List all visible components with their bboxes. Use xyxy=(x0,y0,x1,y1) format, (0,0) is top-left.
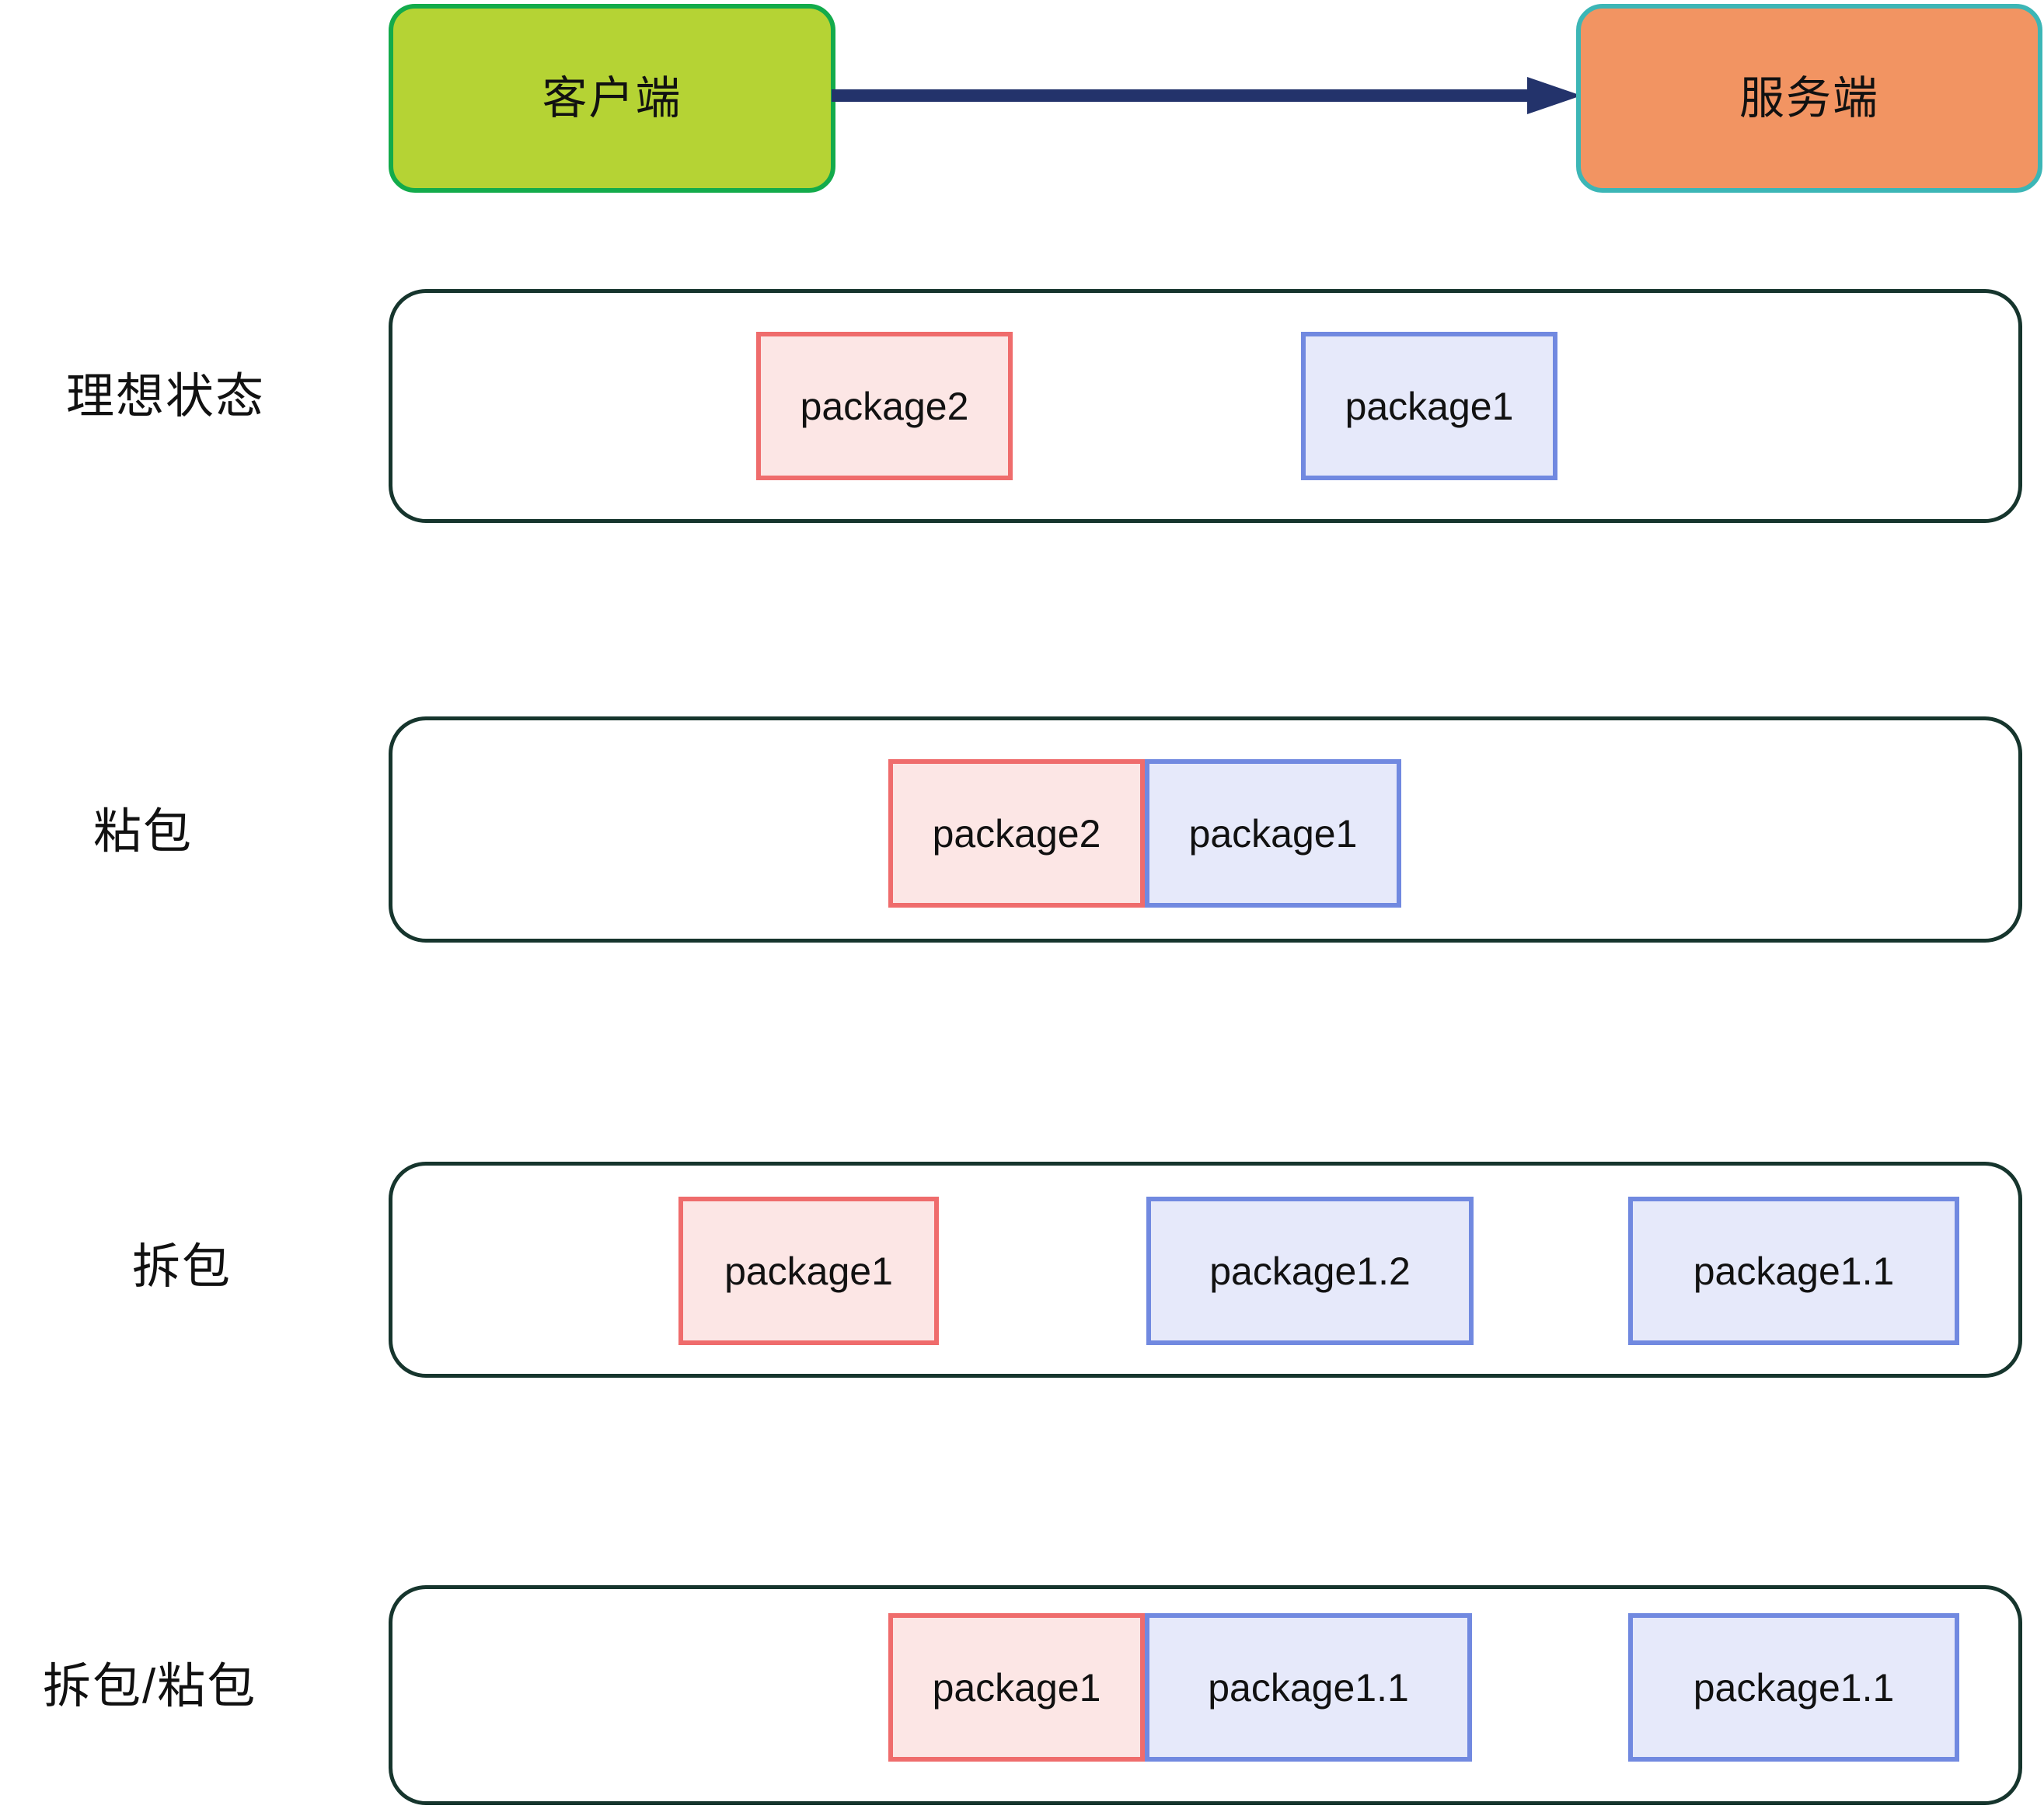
package-block[interactable]: package2 xyxy=(888,759,1145,908)
stream-container-ideal xyxy=(389,289,2022,523)
package-block[interactable]: package1.2 xyxy=(1146,1197,1474,1345)
row-label-split-sticky: 拆包/粘包 xyxy=(43,1660,257,1713)
package-block[interactable]: package1.1 xyxy=(1145,1613,1472,1762)
package-block[interactable]: package1.1 xyxy=(1628,1197,1959,1345)
package-block[interactable]: package1 xyxy=(1301,332,1557,480)
package-block[interactable]: package1 xyxy=(678,1197,939,1345)
package-block[interactable]: package1 xyxy=(1145,759,1401,908)
client-node[interactable]: 客户端 xyxy=(389,4,835,193)
row-label-sticky: 粘包 xyxy=(93,805,194,859)
client-node-label: 客户端 xyxy=(542,72,682,124)
package-block[interactable]: package1 xyxy=(888,1613,1145,1762)
arrow-right-icon xyxy=(832,77,1582,114)
row-label-split: 拆包 xyxy=(132,1240,232,1294)
row-label-ideal: 理想状态 xyxy=(66,370,266,423)
server-node[interactable]: 服务端 xyxy=(1576,4,2042,193)
package-block[interactable]: package1.1 xyxy=(1628,1613,1959,1762)
server-node-label: 服务端 xyxy=(1739,72,1879,124)
package-block[interactable]: package2 xyxy=(756,332,1013,480)
